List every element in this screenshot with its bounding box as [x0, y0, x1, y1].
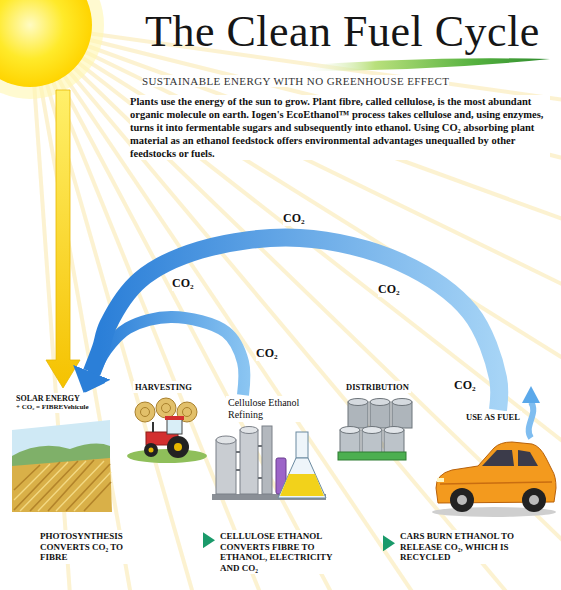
hay-bale — [156, 398, 176, 418]
flask — [278, 458, 326, 498]
hay-bale — [135, 402, 155, 422]
tractor-hub — [149, 448, 154, 453]
tractor-wheel — [144, 443, 158, 457]
node-text: CARS BURN ETHANOL TO RELEASE CO₂, WHICH … — [400, 531, 531, 563]
wheat-rows — [14, 460, 111, 511]
car-window — [518, 450, 538, 466]
car-hub — [529, 495, 539, 505]
sun-ray — [30, 25, 561, 243]
car-headlight — [437, 478, 444, 482]
node-subtext: + CO₂ = FIBREVehicule — [16, 403, 89, 411]
storage-tank — [216, 440, 236, 494]
sun — [0, 0, 92, 87]
sun-glow — [0, 0, 104, 99]
title-swoosh — [300, 58, 550, 71]
distillation-column — [262, 426, 272, 494]
flow-arrow — [151, 537, 203, 543]
node-text: CELLULOSE ETHANOL CONVERTS FIBRE TO ETHA… — [220, 531, 348, 573]
tractor-exhaust — [152, 422, 154, 432]
node-text: PHOTOSYNTHESIS CONVERTS CO₂ TO FIBRE — [40, 531, 146, 563]
pipe — [236, 446, 262, 478]
tractor-roof — [165, 416, 184, 420]
node-text: SOLAR ENERGY — [16, 394, 89, 403]
solar-energy-arrow — [46, 90, 80, 388]
tractor-hub — [174, 443, 182, 451]
node-text: DISTRIBUTION — [346, 382, 409, 392]
field-picture — [12, 420, 112, 512]
barrels-picture — [338, 399, 412, 461]
hay-bale — [183, 408, 192, 417]
wheat-rows — [14, 461, 111, 511]
car-wheel — [450, 488, 474, 512]
car-wheel — [522, 488, 546, 512]
stage-label: DISTRIBUTION — [344, 381, 411, 393]
barrel — [340, 427, 360, 434]
wheat-field — [12, 458, 112, 512]
flow-arrow — [353, 540, 383, 546]
co2-label: CO₂ — [378, 282, 400, 297]
step-caption: CARS BURN ETHANOL TO RELEASE CO₂, WHICH … — [398, 530, 533, 564]
harvest-picture — [127, 398, 207, 463]
node-text: USE AS FUEL — [466, 412, 520, 422]
barrel — [370, 399, 390, 406]
node-text: HARVESTING — [135, 382, 192, 392]
car-window — [482, 450, 514, 466]
exhaust-arrow-head — [522, 386, 540, 403]
car-stripe — [440, 482, 552, 484]
stage-label: SOLAR ENERGY+ CO₂ = FIBREVehicule — [14, 393, 91, 413]
storage-tank — [216, 436, 236, 444]
tractor-wheel — [167, 436, 189, 458]
co2-label: CO₂ — [256, 346, 278, 361]
node-text: Cellulose Ethanol Refining — [228, 397, 310, 421]
storage-tank — [240, 430, 258, 494]
diagram-title: The Clean Fuel Cycle — [145, 6, 540, 57]
co2-label: CO₂ — [283, 211, 305, 226]
hay-bale — [141, 408, 150, 417]
flask-neck — [296, 432, 308, 458]
stage-label: USE AS FUEL — [464, 411, 522, 423]
barrel-strap — [338, 452, 406, 460]
stage-label: Cellulose Ethanol Refining — [226, 396, 312, 422]
ethanol-liquid — [280, 474, 324, 496]
stage-label: HARVESTING — [133, 381, 194, 393]
co2-arrow — [92, 238, 499, 410]
co2-label: CO₂ — [172, 276, 194, 291]
barrel — [384, 427, 404, 434]
barrel — [362, 427, 382, 434]
subtitle: SUSTAINABLE ENERGY WITH NO GREENHOUSE EF… — [142, 75, 449, 87]
step-caption: CELLULOSE ETHANOL CONVERTS FIBRE TO ETHA… — [218, 530, 350, 574]
refinery-picture — [212, 426, 326, 500]
tractor-cab — [167, 419, 182, 434]
step-caption: PHOTOSYNTHESIS CONVERTS CO₂ TO FIBRE — [38, 530, 148, 564]
car-hub — [457, 495, 467, 505]
co2-label: CO₂ — [454, 378, 476, 393]
ground — [127, 449, 207, 463]
barrel — [348, 399, 368, 406]
storage-tank — [240, 427, 258, 434]
exhaust-arrow — [529, 402, 534, 438]
intro-paragraph: Plants use the energy of the sun to grow… — [130, 95, 550, 160]
barrel — [392, 399, 412, 406]
hay-bale — [162, 404, 171, 413]
